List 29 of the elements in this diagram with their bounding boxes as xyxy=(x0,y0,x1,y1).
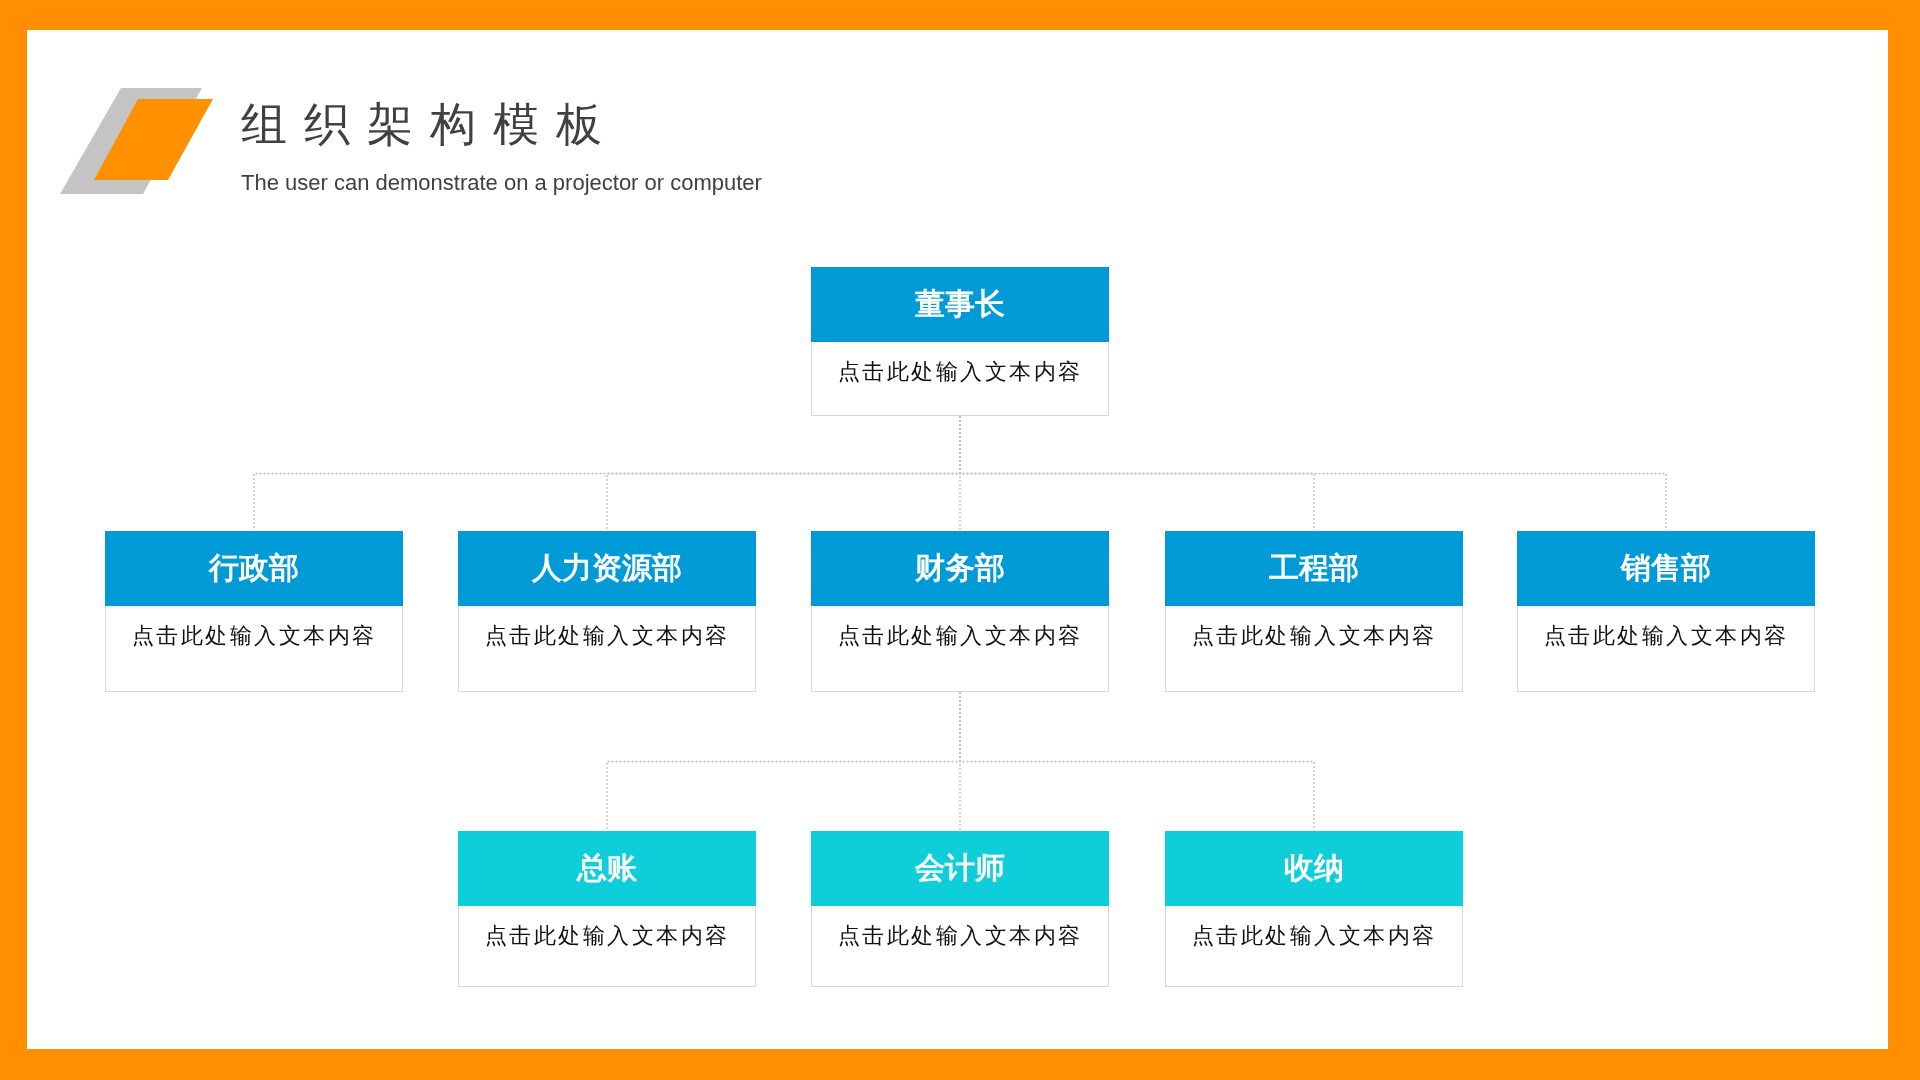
box-header: 人力资源部 xyxy=(458,531,756,606)
org-chart-box xyxy=(1165,531,1463,692)
description-text: 点击此处输入文本内容 xyxy=(837,623,1083,649)
box-header: 会计师 xyxy=(811,831,1109,906)
box-header: 行政部 xyxy=(105,531,403,606)
org-chart-box xyxy=(811,831,1109,987)
box-header: 财务部 xyxy=(811,531,1109,606)
subtitle: The user can demonstrate on a projector or computer xyxy=(241,170,762,196)
description-text: 点击此处输入文本内容 xyxy=(131,623,377,649)
box-header: 董事长 xyxy=(811,267,1109,342)
description-text: 点击此处输入文本内容 xyxy=(484,623,730,649)
org-chart-box xyxy=(458,831,756,987)
box-header: 销售部 xyxy=(1517,531,1815,606)
description-text: 点击此处输入文本内容 xyxy=(484,923,730,949)
org-chart-box xyxy=(1517,531,1815,692)
box-header: 收纳 xyxy=(1165,831,1463,906)
org-chart-box xyxy=(105,531,403,692)
box-header: 工程部 xyxy=(1165,531,1463,606)
org-chart-box xyxy=(1165,831,1463,987)
box-header: 总账 xyxy=(458,831,756,906)
description-text: 点击此处输入文本内容 xyxy=(837,923,1083,949)
description-text: 点击此处输入文本内容 xyxy=(1191,623,1437,649)
description-text: 点击此处输入文本内容 xyxy=(1191,923,1437,949)
description-text: 点击此处输入文本内容 xyxy=(1543,623,1789,649)
org-chart-box xyxy=(458,531,756,692)
page-title: 组织架构模板 xyxy=(241,101,619,147)
description-text: 点击此处输入文本内容 xyxy=(837,359,1083,385)
org-chart-box xyxy=(811,531,1109,692)
org-chart-box xyxy=(811,267,1109,416)
